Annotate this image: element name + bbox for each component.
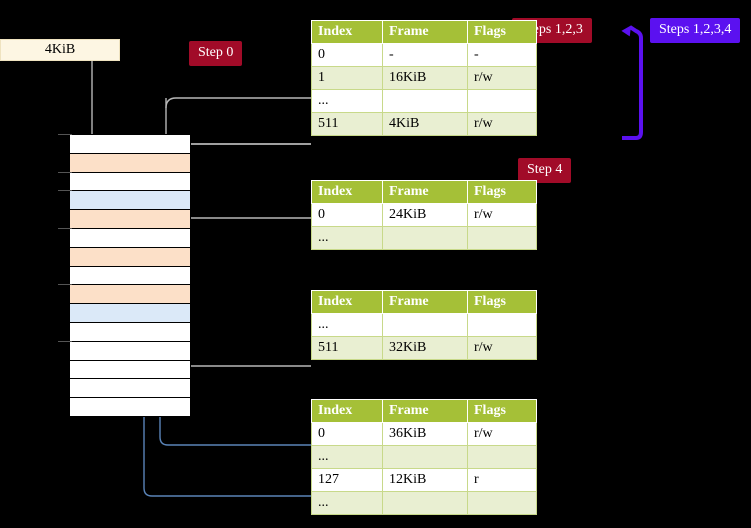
cell-index: 0 [311,43,383,67]
cell-index: ... [311,445,383,469]
column-header-index: Index [311,399,383,423]
memory-frame-row [69,359,191,380]
memory-frame-row [69,322,191,342]
cell-flags: r/w [467,203,537,227]
memory-frame-row [69,134,191,154]
cell-frame [382,445,468,469]
cell-flags [467,226,537,250]
cell-frame: 16KiB [382,66,468,90]
column-header-frame: Frame [382,399,468,423]
memory-tick-mark [58,190,72,192]
column-header-flags: Flags [467,20,537,44]
wire-t2-0-to-memory [177,217,311,262]
column-header-index: Index [311,180,383,204]
cell-frame: 32KiB [382,336,468,360]
memory-frame-row [69,246,191,267]
cell-index: 0 [311,422,383,446]
cell-flags [467,313,537,337]
cell-index: ... [311,313,383,337]
memory-tick-mark [58,228,72,229]
column-header-flags: Flags [467,399,537,423]
cell-flags: r [467,468,537,492]
cell-frame: 24KiB [382,203,468,227]
memory-frame-row [69,303,191,323]
memory-frame-row [69,228,191,248]
wire-t3-511-to-memory [171,312,311,367]
table-row[interactable]: 0-- [311,43,537,67]
memory-frame-row [69,397,191,417]
cell-frame: - [382,43,468,67]
cell-frame: 12KiB [382,468,468,492]
badge-steps-1-2-3-4: Steps 1,2,3,4 [650,18,741,43]
cell-flags [467,491,537,515]
column-header-flags: Flags [467,290,537,314]
column-header-flags: Flags [467,180,537,204]
cell-index: 127 [311,468,383,492]
badge-step-4: Step 4 [518,158,572,183]
cell-frame [382,226,468,250]
memory-tick-mark [58,134,72,135]
memory-frame-row [69,340,191,361]
wire-steps-bracket [621,25,643,140]
size-label-4kib: 4KiB [0,39,120,61]
cell-frame [382,491,468,515]
memory-frame-row [69,152,191,173]
cell-frame [382,89,468,113]
cell-frame [382,313,468,337]
table-row[interactable]: ... [311,226,537,250]
column-header-frame: Frame [382,20,468,44]
cell-index: ... [311,226,383,250]
table-row[interactable]: ... [311,445,537,469]
memory-frame-row [69,171,191,192]
memory-tick-mark [58,340,72,342]
cell-flags: r/w [467,336,537,360]
memory-frame-row [69,209,191,229]
cell-flags: r/w [467,66,537,90]
column-header-index: Index [311,290,383,314]
memory-frame-row [69,265,191,286]
table-row[interactable]: ... [311,491,537,515]
memory-tick-mark [58,171,72,173]
cell-frame: 4KiB [382,112,468,136]
cell-flags [467,445,537,469]
column-header-index: Index [311,20,383,44]
table-row[interactable]: ... [311,313,537,337]
physical-memory-column [69,134,191,417]
cell-flags [467,89,537,113]
badge-step-0: Step 0 [189,41,243,66]
cell-index: 511 [311,112,383,136]
column-header-frame: Frame [382,290,468,314]
cell-frame: 36KiB [382,422,468,446]
cell-flags: - [467,43,537,67]
memory-frame-row [69,190,191,211]
cell-index: 1 [311,66,383,90]
table-row[interactable]: ... [311,89,537,113]
cell-index: 511 [311,336,383,360]
cell-index: ... [311,89,383,113]
memory-frame-row [69,284,191,305]
memory-frame-row [69,378,191,399]
cell-flags: r/w [467,422,537,446]
cell-flags: r/w [467,112,537,136]
column-header-frame: Frame [382,180,468,204]
memory-tick-mark [58,284,72,286]
cell-index: 0 [311,203,383,227]
cell-index: ... [311,491,383,515]
wire-t1-1-to-memory [177,143,311,164]
